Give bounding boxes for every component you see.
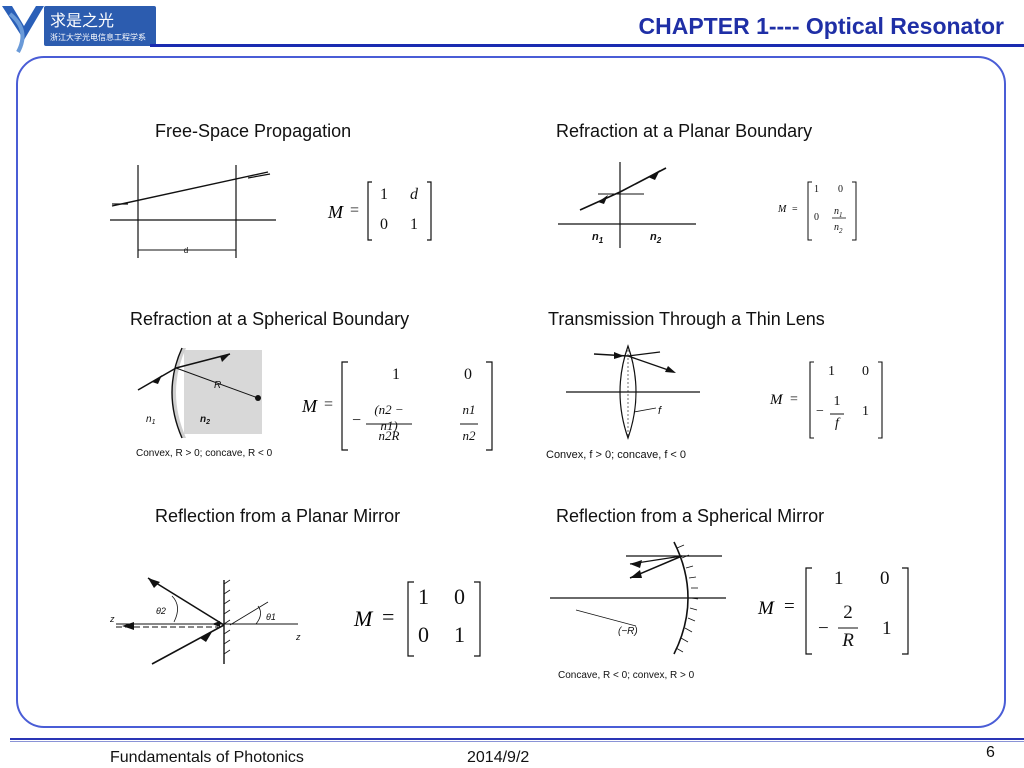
page-title: CHAPTER 1---- Optical Resonator bbox=[638, 13, 1004, 39]
footer-divider-thin bbox=[10, 741, 1024, 742]
header-divider bbox=[150, 44, 1024, 47]
matrix-m-label: M bbox=[778, 204, 787, 215]
label-r: R bbox=[214, 380, 221, 391]
planar-mirror-diagram: θ2 θ1 z z bbox=[109, 577, 301, 665]
label-n1: n1 bbox=[146, 414, 156, 426]
spherical-mirror-matrix: M = 1 0 − 2 R 1 bbox=[756, 566, 914, 656]
thin-lens-title: Transmission Through a Thin Lens bbox=[548, 309, 825, 329]
matrix-d: 1 bbox=[862, 404, 869, 419]
label-f: f bbox=[658, 405, 662, 417]
matrix-b: 0 bbox=[464, 366, 472, 383]
matrix-b: d bbox=[410, 186, 418, 203]
spherical-boundary-caption: Convex, R > 0; concave, R < 0 bbox=[136, 448, 273, 459]
label-n2: n2 bbox=[200, 414, 210, 426]
spherical-mirror-title: Reflection from a Spherical Mirror bbox=[556, 506, 825, 526]
label-z-right: z bbox=[295, 632, 301, 642]
footer-date: 2014/9/2 bbox=[467, 749, 530, 766]
matrix-b: 0 bbox=[862, 364, 869, 379]
matrix-m-label: M bbox=[328, 202, 343, 222]
matrix-a: 1 bbox=[828, 364, 835, 379]
matrix-m-label: M bbox=[354, 606, 373, 631]
label-theta2: θ2 bbox=[156, 606, 166, 616]
matrix-d: 1 bbox=[454, 622, 465, 647]
matrix-c-den: n2R bbox=[378, 428, 400, 443]
logo-subtitle: 浙江大学光电信息工程学系 bbox=[50, 32, 146, 42]
matrix-d-num: n1 bbox=[462, 402, 476, 417]
matrix-d-den: n2 bbox=[834, 222, 843, 235]
thin-lens-caption: Convex, f > 0; concave, f < 0 bbox=[546, 449, 686, 461]
matrix-c: 0 bbox=[418, 622, 429, 647]
matrix-c-num: 2 bbox=[843, 602, 853, 623]
label-n1: n1 bbox=[592, 231, 604, 245]
distance-label: d bbox=[184, 246, 188, 255]
planar-boundary-title: Refraction at a Planar Boundary bbox=[556, 121, 813, 141]
content-frame bbox=[16, 56, 1006, 728]
matrix-a: 1 bbox=[418, 584, 429, 609]
matrix-c-num: (n2 − n1) bbox=[374, 402, 404, 433]
logo-text: 求是之光 bbox=[50, 12, 114, 30]
planar-mirror-matrix: M = 1 0 0 1 bbox=[352, 580, 486, 658]
free-space-diagram: d bbox=[110, 165, 276, 258]
matrix-a: 1 bbox=[814, 184, 819, 195]
matrix-c-den: f bbox=[835, 416, 839, 431]
thin-lens-diagram: f Convex, f > 0; concave, f < 0 bbox=[546, 344, 700, 461]
thin-lens-matrix: M = 1 0 − 1 f 1 bbox=[768, 360, 886, 440]
free-space-title: Free-Space Propagation bbox=[155, 121, 352, 141]
matrix-m-label: M bbox=[758, 598, 774, 619]
spherical-boundary-title: Refraction at a Spherical Boundary bbox=[130, 309, 410, 329]
label-n2: n2 bbox=[650, 231, 662, 245]
spherical-boundary-matrix: M = 1 0 − (n2 − n1) n2R n1 n2 bbox=[300, 360, 496, 452]
matrix-m-label: M bbox=[770, 392, 783, 408]
page-number: 6 bbox=[986, 744, 995, 761]
matrix-d: 1 bbox=[410, 216, 418, 233]
planar-boundary-diagram: n1 n2 bbox=[558, 162, 696, 248]
spherical-boundary-diagram: R n1 n2 Convex, R > 0; concave, R < 0 bbox=[136, 347, 273, 459]
matrix-d-den: n2 bbox=[462, 428, 476, 443]
planar-boundary-matrix: M = 1 0 0 n1 n2 bbox=[776, 180, 860, 242]
matrix-a: 1 bbox=[380, 186, 388, 203]
matrix-c: 0 bbox=[380, 216, 388, 233]
label-r: (−R) bbox=[618, 626, 638, 637]
zju-logo: 求是之光 浙江大学光电信息工程学系 bbox=[0, 0, 170, 58]
matrix-c-num: 1 bbox=[833, 394, 841, 409]
footer-course: Fundamentals of Photonics bbox=[110, 749, 304, 766]
spherical-mirror-diagram: (−R) Concave, R < 0; convex, R > 0 bbox=[550, 541, 726, 681]
matrix-b: 0 bbox=[838, 184, 843, 195]
planar-mirror-title: Reflection from a Planar Mirror bbox=[155, 506, 401, 526]
matrix-b: 0 bbox=[880, 568, 890, 589]
matrix-b: 0 bbox=[454, 584, 465, 609]
matrix-c: 0 bbox=[814, 212, 819, 223]
label-z-left: z bbox=[109, 614, 115, 624]
matrix-a: 1 bbox=[392, 366, 400, 383]
matrix-d: 1 bbox=[882, 618, 892, 639]
matrix-c-den: R bbox=[842, 630, 854, 651]
matrix-a: 1 bbox=[834, 568, 844, 589]
label-theta1: θ1 bbox=[266, 612, 276, 622]
free-space-matrix: M = 1 d 0 1 bbox=[326, 180, 436, 242]
footer-divider bbox=[10, 738, 1024, 740]
spherical-mirror-caption: Concave, R < 0; convex, R > 0 bbox=[558, 670, 695, 681]
matrix-m-label: M bbox=[302, 396, 317, 416]
matrix-d-num: n1 bbox=[834, 206, 843, 219]
